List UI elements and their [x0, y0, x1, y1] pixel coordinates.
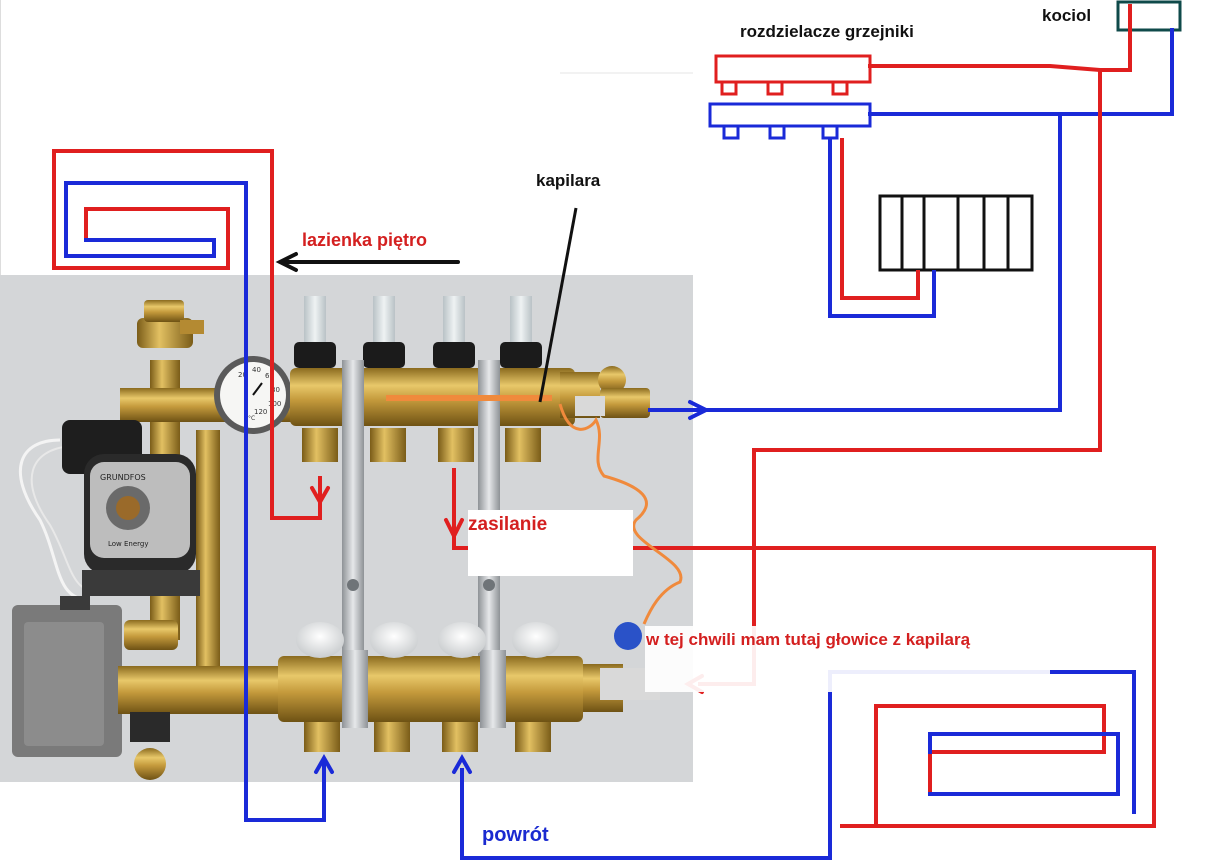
- pipe-floor-heating-return: [648, 112, 1062, 412]
- gauge-mark-100: 100: [268, 400, 281, 408]
- label-zasilanie: zasilanie: [468, 514, 548, 535]
- pipe-radiator-supply: [840, 138, 920, 300]
- gauge-unit: °C: [248, 415, 255, 422]
- pipe-radiator-return: [828, 138, 936, 318]
- capillary-valve-head: [614, 622, 642, 650]
- gauge-mark-80: 80: [271, 386, 280, 394]
- pipe-boiler-return: [868, 28, 1174, 116]
- label-lazienka-pietro: lazienka piętro: [302, 230, 428, 250]
- pipe-zone-coil: [840, 704, 1106, 828]
- gauge-mark-120: 120: [254, 408, 267, 416]
- label-kociol: kociol: [1042, 6, 1092, 25]
- flow-meters: [294, 296, 542, 368]
- radiator-supply-manifold: [714, 54, 872, 84]
- pump-model: Low Energy: [108, 540, 149, 548]
- zasilanie-label-box: [468, 510, 633, 576]
- valve-caps: [296, 622, 560, 658]
- label-glowice-z-kapilara: w tej chwili mam tutaj głowice z kapilar…: [646, 630, 971, 649]
- gauge-mark-20: 20: [238, 371, 247, 379]
- pump-brand: GRUNDFOS: [100, 473, 146, 482]
- gauge-mark-60: 60: [265, 372, 274, 380]
- manifold-photo: 20 40 60 80 100 120 °C: [12, 296, 660, 780]
- boiler-icon: [1116, 0, 1182, 32]
- gauge-mark-40: 40: [252, 366, 261, 374]
- pipe-bathroom-supply: [52, 149, 322, 520]
- pipe-floor-heating-supply: [698, 68, 1102, 686]
- pipe-zone-return: [928, 732, 1120, 796]
- circulation-pump: GRUNDFOS Low Energy: [62, 420, 200, 596]
- glowice-label-box: [645, 626, 1050, 692]
- label-powrot: powrót: [482, 824, 549, 846]
- radiator-return-manifold: [708, 102, 872, 128]
- pipe-bathroom-return: [64, 181, 326, 822]
- capillary-pointer: [538, 207, 578, 403]
- return-manifold: [278, 656, 583, 722]
- radiator-manifolds: [708, 54, 872, 140]
- label-kapilara: kapilara: [536, 171, 601, 190]
- pipe-zone-return-outer: [460, 670, 1136, 860]
- capillary-tube: [558, 403, 683, 625]
- radiator: [878, 194, 1034, 272]
- label-rozdzielacze-grzejniki: rozdzielacze grzejniki: [740, 22, 914, 41]
- pipe-zone-supply: [452, 468, 1156, 828]
